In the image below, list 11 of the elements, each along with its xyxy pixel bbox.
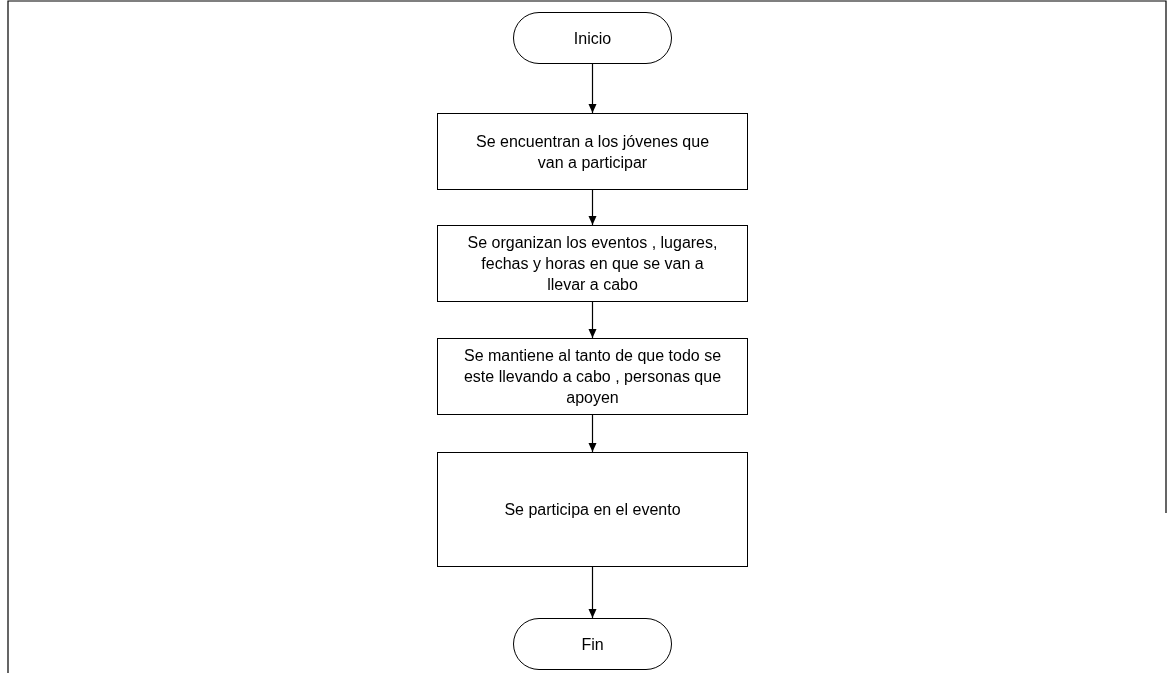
arrow: [588, 301, 597, 339]
arrow: [588, 189, 597, 226]
terminal-shape: Fin: [513, 618, 672, 670]
process-box: Se organizan los eventos , lugares, fechas y horas en que se van a llevar a cabo: [437, 225, 748, 302]
terminal-shape: Inicio: [513, 12, 672, 64]
arrow: [588, 414, 597, 453]
arrow: [588, 63, 597, 114]
process-box: Se participa en el evento: [437, 452, 748, 567]
arrow: [588, 566, 597, 619]
process-box: Se mantiene al tanto de que todo se este llevando a cabo , personas que apoyen: [437, 338, 748, 415]
process-box: Se encuentran a los jóvenes que van a participar: [437, 113, 748, 190]
